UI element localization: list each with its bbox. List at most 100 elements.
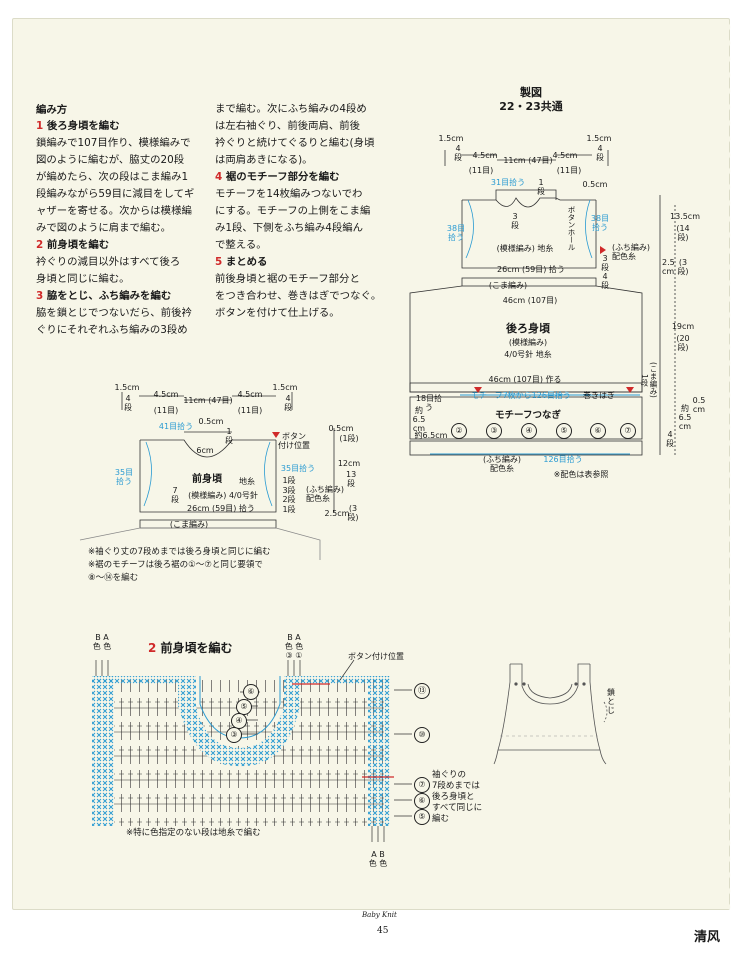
back-pick-38-left: 38目 拾う xyxy=(446,224,466,242)
front-height-0-5: 0.5cm xyxy=(328,424,354,433)
chart-row-6-left: ⑥ xyxy=(243,684,259,700)
back-needle: 4/0号針 地糸 xyxy=(504,350,552,359)
back-rows-18: 18目拾う xyxy=(415,394,443,412)
back-shoulder-left-cm: 1.5cm xyxy=(438,134,464,143)
step-1-body: 鎖編みで107目作り、模様編みで 図のように編むが、脇丈の20段 が編めたら、次… xyxy=(36,137,195,234)
chart-row-10: ⑩ xyxy=(414,727,430,743)
back-height-3: (3 段) xyxy=(677,258,689,276)
chart-side-note: 袖ぐりの 7段めまでは 後ろ身頃と すべて同じに 編む xyxy=(432,770,483,824)
back-shoulder-left-rows: 4 段 xyxy=(454,144,462,162)
step-5-title: 5 まとめる xyxy=(215,256,268,268)
step-3-continued: まで編む。次にふち編みの4段め は左右袖ぐり、前後両肩、前後 衿ぐりと続けてぐる… xyxy=(215,103,375,166)
front-height-12: 12cm xyxy=(337,459,361,468)
motif-num-2: ② xyxy=(451,423,467,439)
step-3-body: 脇を鎖とじでつないだら、前後衿 ぐりにそれぞれふち編みの3段め xyxy=(36,307,192,336)
page-number: 45 xyxy=(377,926,389,936)
back-neck-right-cm: 4.5cm xyxy=(552,151,578,160)
front-neck-depth: 0.5cm xyxy=(198,417,224,426)
front-pick-35-left: 35目 拾う xyxy=(114,468,134,486)
back-maki: 巻きはぎ xyxy=(583,391,615,400)
back-height-19: 19cm xyxy=(671,322,695,331)
back-upper-pattern: (模様編み) 地糸 xyxy=(496,244,554,253)
front-button-pos: ボタン 付け位置 xyxy=(278,432,310,450)
back-neck-left-st: (11目) xyxy=(468,166,494,175)
chart-row-5-right: ⑤ xyxy=(414,809,430,825)
back-neck-right-st: (11目) xyxy=(556,166,582,175)
back-edge2: (ふち編み) 配色糸 xyxy=(482,455,521,473)
front-neck-right-cm: 4.5cm xyxy=(237,390,263,399)
back-pattern: (模様編み) xyxy=(508,338,548,347)
chart-ba-left: B A 色 色 xyxy=(92,633,112,651)
front-width-26: 26cm (59目) 拾う xyxy=(187,504,255,513)
back-height-13-5: 13.5cm xyxy=(669,212,700,221)
back-height-0-5: 0.5 cm xyxy=(692,396,706,414)
step-1-title: 1 後ろ身頃を編む xyxy=(36,120,120,132)
chart-row-6-right: ⑥ xyxy=(414,793,430,809)
back-pick-31: 31目拾う xyxy=(490,178,526,187)
front-note: ※袖ぐり丈の7段めまでは後ろ身頃と同じに編む ※裾のモチーフは後ろ裾の①～⑦と同… xyxy=(88,547,271,583)
chart-ba-right: B A 色 色 xyxy=(284,633,304,651)
step-4-title: 4 裾のモチーフ部分を編む xyxy=(215,171,340,183)
motif-num-6: ⑥ xyxy=(590,423,606,439)
diagram-subtitle: 22・23共通 xyxy=(499,100,563,113)
step-2-title: 2 前身頃を編む xyxy=(36,239,110,251)
back-rows-3-4: 3段 4段 xyxy=(601,254,609,290)
back-height-kome: (こま編み) 1段 xyxy=(640,362,658,398)
front-height-2-5: 2.5cm xyxy=(324,509,350,518)
step-2-body: 衿ぐりの減目以外はすべて後ろ 身頃と同じに編む。 xyxy=(36,256,181,285)
front-rows-list: 1段 3段 2段 1段 xyxy=(282,476,296,514)
front-pattern: (模様編み) 4/0号針 xyxy=(188,491,258,500)
chart-row-3-left: ③ xyxy=(226,727,242,743)
instructions-column-right: まで編む。次にふち編みの4段め は左右袖ぐり、前後両肩、前後 衿ぐりと続けてぐる… xyxy=(215,101,387,322)
front-kome: (こま編み) xyxy=(169,520,209,529)
illustration-label: 鎖とじ xyxy=(607,688,615,715)
scalloped-edge xyxy=(725,19,735,909)
front-neck-center: 11cm (47目) xyxy=(183,396,233,405)
back-motif-pick: モチーフ7枚から126目拾う xyxy=(471,391,571,400)
back-motif-size: 約 6.5 cm xyxy=(412,406,426,433)
motif-num-4: ④ xyxy=(521,423,537,439)
back-pick-38-right: 38目 拾う xyxy=(590,214,610,232)
motif-num-7: ⑦ xyxy=(620,423,636,439)
chart-row-7: ⑦ xyxy=(414,777,430,793)
back-height-2-5: 2.5 cm xyxy=(662,258,675,276)
diagram-title: 製図 xyxy=(520,86,542,99)
front-depth-6: 6cm xyxy=(196,446,214,455)
back-rows-1: 1 段 xyxy=(537,178,545,196)
motif-num-5: ⑤ xyxy=(556,423,572,439)
step-4-body: モチーフを14枚編みつないでわ にする。モチーフの上側をこま編 み1段、下側をふ… xyxy=(215,188,371,251)
back-height-4: 4 段 xyxy=(666,430,674,448)
back-rows-3: 3 段 xyxy=(511,212,519,230)
watermark: 清风 xyxy=(694,930,721,945)
back-height-14: (14 段) xyxy=(676,224,690,242)
step-3-title: 3 脇をとじ、ふち編みを編む xyxy=(36,290,172,302)
back-body-title: 後ろ身頃 xyxy=(506,322,550,335)
front-rows-7: 7 段 xyxy=(171,486,179,504)
back-motif-title: モチーフつなぎ xyxy=(495,410,561,421)
front-pick-35-right: 35目拾う xyxy=(280,464,316,473)
back-shoulder-right-rows: 4 段 xyxy=(596,144,604,162)
motif-num-3: ③ xyxy=(486,423,502,439)
front-height-3: (3 段) xyxy=(347,504,359,522)
back-motif-side: 約6.5cm xyxy=(414,431,448,440)
front-yarn: 地糸 xyxy=(239,477,255,486)
front-height-13: 13 段 xyxy=(346,470,357,488)
front-body-title: 前身頃 xyxy=(192,474,222,485)
back-width-46: 46cm (107目) xyxy=(502,296,558,305)
step-5-body: 前後身頃と裾のモチーフ部分と をつき合わせ、巻きはぎでつなぐ。 ボタンを付けて仕… xyxy=(215,273,382,319)
back-width-26: 26cm (59目) 拾う xyxy=(497,265,565,274)
back-height-20: (20 段) xyxy=(676,334,690,352)
chart-ab-bottom: A B 色 色 xyxy=(368,850,388,868)
chart-bottom-note: ※特に色指定のない段は地糸で編む xyxy=(126,828,261,838)
instructions-column-left: 1 後ろ身頃を編む 鎖編みで107目作り、模様編みで 図のように編むが、脇丈の2… xyxy=(36,118,208,339)
front-pick-41: 41目拾う xyxy=(158,422,194,431)
back-pick-126: 126目拾う xyxy=(543,455,583,464)
chart-row-13: ⑬ xyxy=(414,683,430,699)
back-neck-left-cm: 4.5cm xyxy=(472,151,498,160)
back-height-6-5: 約 6.5 cm xyxy=(678,404,692,431)
back-width-46-chain: 46cm (107目) 作る xyxy=(488,375,562,384)
front-rows-1: 1 段 xyxy=(225,427,233,445)
